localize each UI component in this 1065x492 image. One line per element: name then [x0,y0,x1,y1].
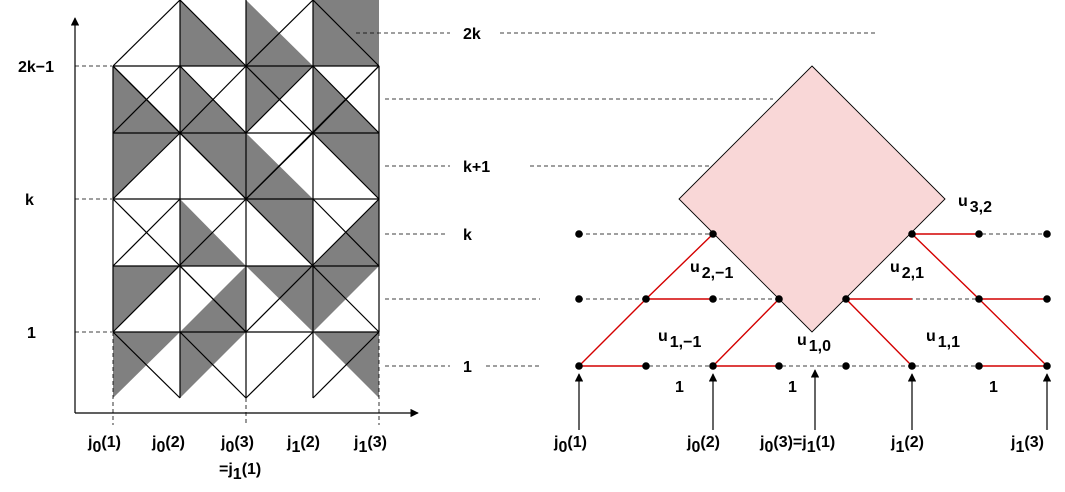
lattice-dot [709,362,717,370]
lattice-dot [975,362,983,370]
label-k-plus-1: k+1 [463,159,490,176]
lattice-dot [1043,295,1051,303]
red-path-right-a [845,298,913,367]
label-1-left: 1 [27,325,36,342]
left-panel: 2k−1 k 1 j0(1) j0(2) j0(3) j1(2) j1(3) =… [18,0,419,483]
lattice-dot [1043,230,1051,238]
tile-diagonal [312,132,380,200]
tile-diagonal [112,198,181,267]
diamond-region [678,65,946,333]
label-j1-2-left: j1(2) [286,434,320,456]
lattice-dot [975,230,983,238]
label-j1-3-left: j1(3) [353,434,387,456]
lattice-dot [975,295,983,303]
lattice-dot [709,230,717,238]
tile-diagonal [179,331,247,399]
lattice-dot [575,295,583,303]
tile-edge [312,331,380,399]
lattice-dot [775,362,783,370]
lattice-dot [575,230,583,238]
lattice-dot [642,295,650,303]
lattice-dot [642,362,650,370]
label-j1-3-right: j1(3) [1010,434,1044,456]
label-2k: 2k [463,26,481,43]
label-2k-minus-1: 2k−1 [18,59,54,76]
lattice-dot [908,362,916,370]
tile-diagonal [245,0,314,67]
tile-diagonal [179,65,247,134]
interval-label-1b: 1 [788,379,797,396]
tiling-lines [112,0,380,399]
tile-diagonal [245,198,380,333]
tile-diagonal [312,198,380,267]
label-j0-1-left: j0(1) [87,434,121,456]
interval-label-1a: 1 [675,379,684,396]
tile-diagonal [245,331,314,399]
label-j0-3-eq-j1-1-right: j0(3)=j1(1) [759,434,835,456]
label-eq-j1-1-left: =j1(1) [219,461,261,483]
lattice-dot [1043,362,1051,370]
tile-diagonal [179,265,247,333]
label-j0-1-right: j0(1) [553,434,587,456]
lattice-dot [908,230,916,238]
tile-diagonal [179,0,247,67]
lattice-dots [575,230,1051,370]
label-j0-2-left: j0(2) [151,434,185,456]
lattice-dot [575,362,583,370]
tile-diagonal [245,65,380,200]
lattice-dot [775,295,783,303]
label-j0-2-right: j0(2) [686,434,720,456]
label-k-mid: k [463,227,472,244]
tile-diagonal [112,65,247,200]
tile-diagonal [245,65,314,134]
label-1-mid: 1 [463,359,472,376]
lattice-dot [842,362,850,370]
level-lines: 2k k+1 k 1 [356,26,875,376]
red-path-mid [712,298,780,367]
tile-diagonal [112,198,247,333]
tile-diagonal [112,132,181,200]
tile-edge [112,0,181,67]
label-j1-2-right: j1(2) [890,434,924,456]
tile-edge [112,331,181,399]
interval-label-1c: 1 [989,379,998,396]
lattice-dot [709,295,717,303]
tile-edge [312,0,380,67]
lattice-dot [842,295,850,303]
label-k-left: k [25,192,34,209]
label-j0-3-left: j0(3) [220,434,254,456]
